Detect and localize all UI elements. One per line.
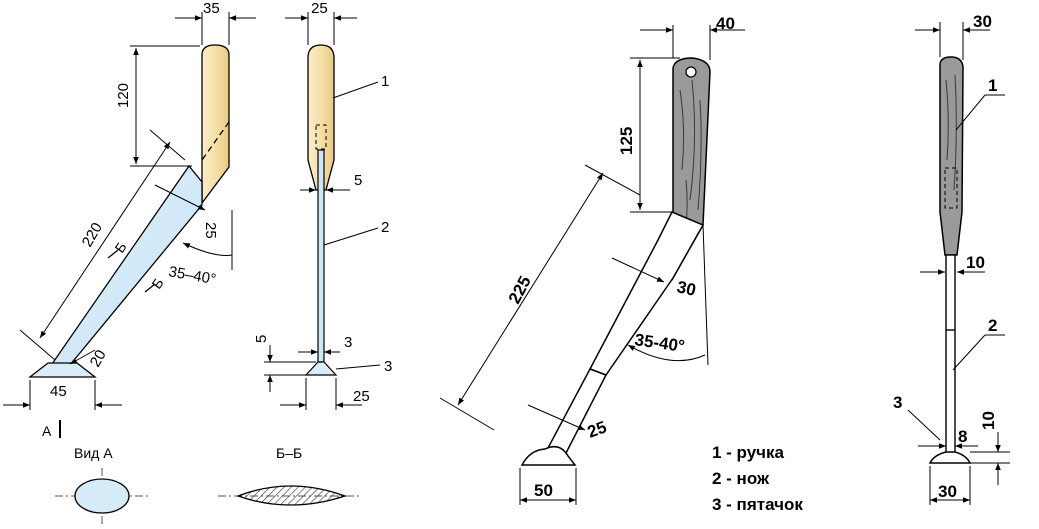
front-foot: [304, 361, 338, 376]
legend-item-handle: 1 - ручка: [712, 443, 785, 462]
right-dim-neck: 25: [585, 417, 609, 441]
front-dim-neck: 5: [354, 172, 362, 189]
front-callout-3: 3: [384, 358, 392, 375]
left-dim-foot-width: 20: [87, 347, 110, 370]
left-dim-handle-len: 120: [115, 83, 132, 108]
left-dim-top-width: 35: [203, 0, 220, 17]
far-right-dim-foot-width: 8: [958, 427, 967, 446]
left-dim-base: 45: [50, 383, 67, 400]
view-a-ellipse: [74, 478, 130, 514]
front-callout-1: 1: [381, 73, 389, 90]
front-handle: [307, 44, 335, 191]
front-view: 25 5 3 5 25 1 2 3: [253, 0, 392, 410]
far-right-callout-1: 1: [988, 76, 997, 95]
section-hatch: [236, 485, 347, 506]
section-mark-2: Б: [148, 275, 166, 292]
left-foot: [28, 362, 97, 378]
left-dim-angle: 35–40°: [167, 263, 217, 288]
left-side-view: 35 120 220 25 35–40° 20 45 Б Б А: [3, 0, 256, 439]
front-dim-foot-height: 5: [253, 335, 270, 343]
right-dim-blade-width: 30: [675, 277, 697, 300]
far-right-dim-foot-height: 10: [979, 411, 998, 430]
section-b-b: Б–Б: [218, 445, 360, 506]
legend: 1 - ручка 2 - нож 3 - пятачок: [712, 443, 803, 514]
right-dim-blade-len: 225: [505, 273, 535, 307]
front-dim-top-width: 25: [311, 0, 328, 17]
front-blade: [317, 149, 325, 363]
right-dim-handle-len: 125: [617, 127, 636, 155]
far-right-dim-top-width: 30: [973, 12, 992, 31]
view-a: Вид А: [55, 445, 150, 524]
far-right-handle: [939, 56, 964, 256]
right-dim-base: 50: [534, 481, 553, 500]
front-dim-shank: 3: [344, 334, 352, 351]
view-a-title: Вид А: [74, 445, 113, 461]
far-right-foot: [928, 451, 972, 464]
right-foot: [520, 445, 577, 466]
right-dim-top-width: 40: [716, 14, 735, 33]
left-dim-blade-width: 25: [202, 222, 219, 239]
far-right-dim-base: 30: [938, 482, 957, 501]
right-side-view: 40 125 225 30 35-40° 25 50: [439, 14, 745, 505]
legend-item-knife: 2 - нож: [712, 469, 770, 488]
far-right-blade: [945, 254, 956, 454]
legend-item-heel: 3 - пятачок: [712, 495, 803, 514]
far-right-callout-3: 3: [893, 393, 902, 412]
front-callout-2: 2: [381, 219, 389, 236]
view-a-mark: А: [42, 423, 52, 439]
left-handle: [201, 44, 230, 205]
far-right-dim-neck: 10: [966, 253, 985, 272]
front-dim-base: 25: [353, 388, 370, 405]
far-right-front-view: 30 10 8 10 30 1 2 3: [893, 12, 1010, 505]
far-right-callout-2: 2: [988, 316, 997, 335]
section-title: Б–Б: [276, 445, 302, 461]
